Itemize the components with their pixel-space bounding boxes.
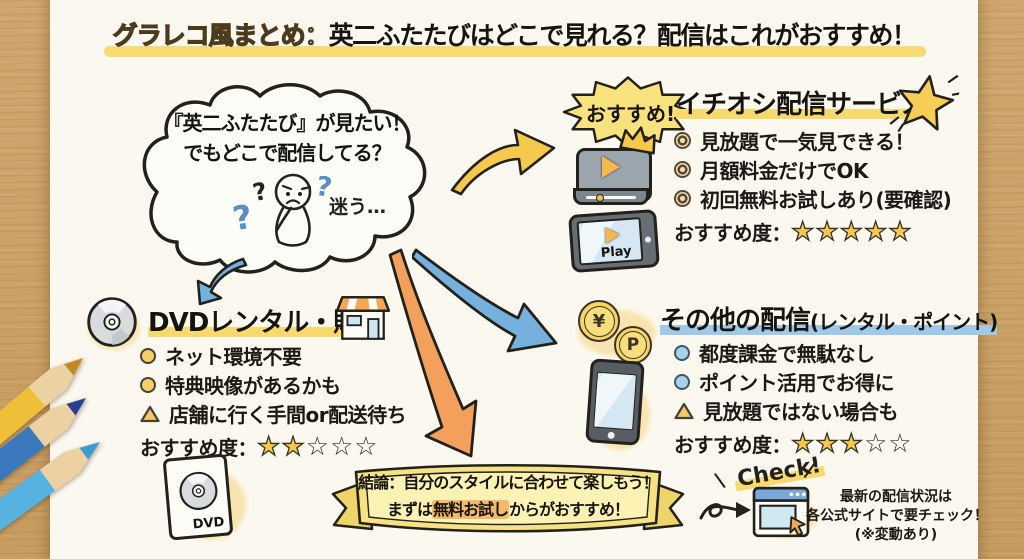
big-blue-arrow-icon: [412, 248, 558, 353]
big-star-icon: [889, 75, 963, 132]
list-item: 初回無料お試しあり(要確認): [674, 184, 952, 213]
cloud-line1: 『英二ふたたび』が見たい！: [163, 111, 412, 135]
bullet-text: 都度課金で無駄なし: [699, 342, 875, 366]
double-circle-bullet-icon: [674, 190, 691, 207]
list-item: 店舗に行く手間or配送待ち: [140, 399, 407, 428]
bullet-text: 見放題ではない場合も: [703, 400, 899, 424]
star-empty-icon: ☆: [863, 428, 888, 459]
browser-window-icon: [752, 486, 810, 538]
star-filled-icon: ★: [815, 216, 840, 247]
bullet-text: ポイント活用でお得に: [699, 371, 895, 395]
video-player-icon: [573, 126, 656, 205]
yen-coin-icon: ¥: [578, 300, 620, 342]
curly-arrow-icon: [699, 502, 751, 520]
cloud-line2: でもどこで配信してる？: [183, 141, 391, 165]
thought-cloud: 『英二ふたたび』が見たい！ でもどこで配信してる？ ? ? ? 迷う…: [133, 80, 441, 276]
circle-bullet-icon: [140, 347, 156, 364]
star-empty-icon: ☆: [305, 431, 329, 462]
conclusion-line2: まずは無料お試しからがおすすめ！: [386, 500, 630, 519]
check-note-line3: (※変動あり): [854, 527, 938, 543]
cloud-text: 『英二ふたたび』が見たい！ でもどこで配信してる？: [133, 108, 441, 168]
rating-row: おすすめ度： ★★★☆☆: [674, 429, 913, 458]
check-note-line1: 最新の配信状況は: [840, 489, 952, 505]
cloud-thought-label: 迷う…: [329, 196, 387, 218]
star-filled-icon: ★: [256, 431, 281, 462]
rating-row: おすすめ度： ★★★★★: [674, 217, 951, 246]
dvd-case-label: DVD: [192, 514, 225, 533]
recommended-heading: イチオシ配信サービス: [676, 90, 927, 120]
dvd-case-disc-icon: [179, 471, 218, 510]
yellow-arrow-icon: [450, 128, 556, 196]
point-coin-icon: P: [614, 326, 652, 364]
conclusion-banner: 結論：自分のスタイルに合わせて楽しもう！ まずは無料お試しからがおすすめ！: [328, 460, 688, 544]
circle-bullet-icon: [674, 373, 690, 390]
triangle-bullet-icon: [140, 405, 160, 422]
store-icon: [335, 296, 391, 340]
rating-label: おすすめ度：: [674, 221, 792, 245]
bullet-text: 店舗に行く手間or配送待ち: [169, 403, 407, 427]
bullet-text: 特典映像があるかも: [165, 374, 341, 398]
orange-arrow-icon: [388, 248, 478, 458]
bullet-text: 見放題で一気見できる！: [700, 130, 915, 154]
list-item: 月額料金だけでOK: [674, 155, 951, 184]
confused-person-icon: [274, 173, 312, 247]
dvd-list: ネット環境不要 特典映像があるかも 店舗に行く手間or配送待ち おすすめ度： ★…: [140, 341, 407, 462]
check-note: 最新の配信状況は 各公式サイトで要チェック！ (※変動あり): [806, 488, 988, 545]
circle-bullet-icon: [674, 344, 690, 361]
star-empty-icon: ☆: [354, 431, 378, 462]
circle-bullet-icon: [140, 376, 156, 393]
star-filled-icon: ★: [888, 216, 913, 247]
double-circle-bullet-icon: [674, 132, 691, 149]
other-list: 都度課金で無駄なし ポイント活用でお得に 見放題ではない場合も おすすめ度： ★…: [674, 338, 913, 458]
osusume-badge: [562, 76, 694, 148]
dvd-case-icon: DVD: [162, 453, 234, 541]
list-item: 見放題ではない場合も: [674, 396, 913, 425]
title-prefix: グラレコ風まとめ：: [112, 20, 330, 50]
small-blue-arrow-icon: [196, 257, 248, 306]
list-item: 都度課金で無駄なし: [674, 338, 913, 367]
conclusion-line1: 結論：自分のスタイルに合わせて楽しもう！: [358, 473, 659, 492]
star-rating: ★★☆☆☆: [256, 431, 379, 462]
triangle-bullet-icon: [674, 402, 694, 419]
star-rating: ★★★★★: [790, 216, 913, 247]
list-item: 特典映像があるかも: [140, 370, 406, 399]
tablet-play-label: Play: [600, 243, 633, 261]
smartphone-icon: [585, 358, 645, 446]
point-symbol: P: [619, 331, 647, 359]
yen-symbol: ¥: [583, 305, 615, 337]
star-filled-icon: ★: [863, 216, 888, 247]
crown-icon: [619, 126, 656, 155]
check-note-line2: 各公式サイトで要チェック！: [806, 508, 988, 524]
highlighted-text: 無料お試し: [431, 500, 509, 519]
osusume-badge-label: おすすめ!: [586, 102, 676, 126]
conclusion-text: 結論：自分のスタイルに合わせて楽しもう！ まずは無料お試しからがおすすめ！: [358, 469, 659, 523]
recommended-list: 見放題で一気見できる！ 月額料金だけでOK 初回無料お試しあり(要確認) おすす…: [674, 126, 952, 246]
title-main: 英二ふたたびはどこで見れる？配信はこれがおすすめ！: [328, 21, 917, 50]
double-circle-bullet-icon: [674, 161, 691, 178]
star-filled-icon: ★: [790, 216, 815, 247]
cd-disc-icon: [87, 297, 137, 347]
rating-label: おすすめ度：: [674, 433, 792, 457]
other-heading: その他の配信(レンタル・ポイント): [660, 306, 998, 336]
bullet-text: 月額料金だけでOK: [700, 159, 869, 183]
bullet-text: ネット環境不要: [165, 345, 302, 369]
star-filled-icon: ★: [839, 216, 864, 247]
page-title: グラレコ風まとめ：英二ふたたびはどこで見れる？配信はこれがおすすめ！: [84, 16, 944, 60]
list-item: 見放題で一気見できる！: [674, 126, 951, 155]
list-item: ネット環境不要: [140, 341, 406, 370]
bullet-text: 初回無料お試しあり(要確認): [700, 188, 952, 212]
star-filled-icon: ★: [839, 428, 864, 459]
title-highlight: [104, 46, 926, 57]
star-filled-icon: ★: [281, 431, 306, 462]
star-rating: ★★★☆☆: [790, 428, 913, 459]
star-empty-icon: ☆: [888, 428, 912, 459]
star-empty-icon: ☆: [329, 431, 354, 462]
star-filled-icon: ★: [790, 428, 815, 459]
tablet-icon: Play: [568, 209, 660, 273]
list-item: ポイント活用でお得に: [674, 367, 913, 396]
